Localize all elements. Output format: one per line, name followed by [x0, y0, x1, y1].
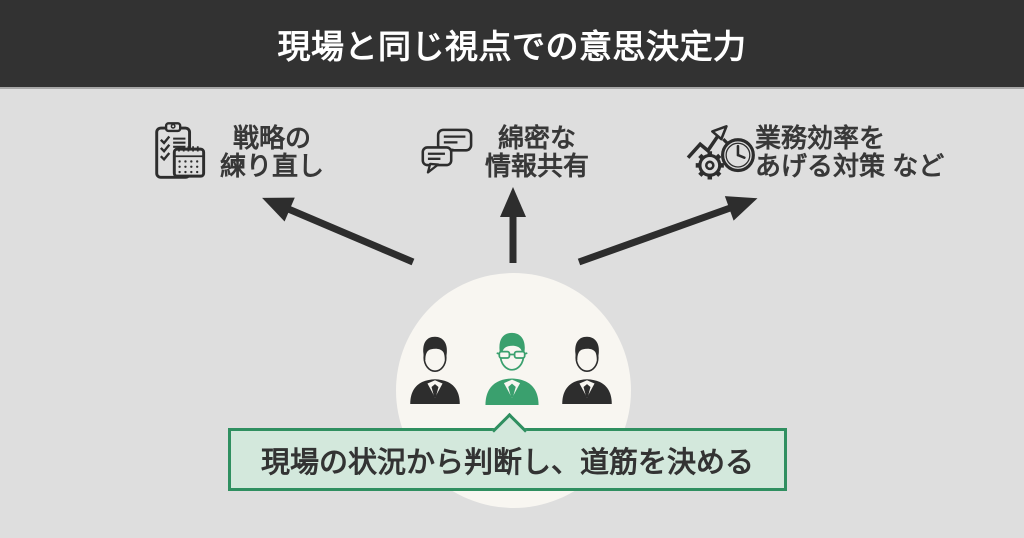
caption-callout: 現場の状況から判断し、道筋を決める	[228, 412, 787, 491]
businessman-icon	[562, 336, 612, 404]
manager-glasses-icon	[485, 332, 539, 405]
arrow-right	[577, 196, 758, 266]
clipboard-checklist-calendar-icon	[155, 122, 206, 179]
chat-bubbles-icon	[421, 128, 473, 174]
feature-label-efficiency: 業務効率を あげる対策 など	[755, 123, 945, 181]
feature-label-information-sharing: 綿密な 情報共有	[484, 123, 589, 181]
arrow-left	[262, 197, 415, 266]
caption-text: 現場の状況から判断し、道筋を決める	[260, 446, 754, 479]
growth-chart-gear-clock-icon	[686, 125, 755, 180]
feature-label-strategy: 戦略の 練り直し	[219, 123, 324, 181]
businessman-icon	[410, 336, 460, 404]
page-title: 現場と同じ視点での意思決定力	[277, 27, 747, 65]
header-band: 現場と同じ視点での意思決定力	[0, 0, 1024, 89]
